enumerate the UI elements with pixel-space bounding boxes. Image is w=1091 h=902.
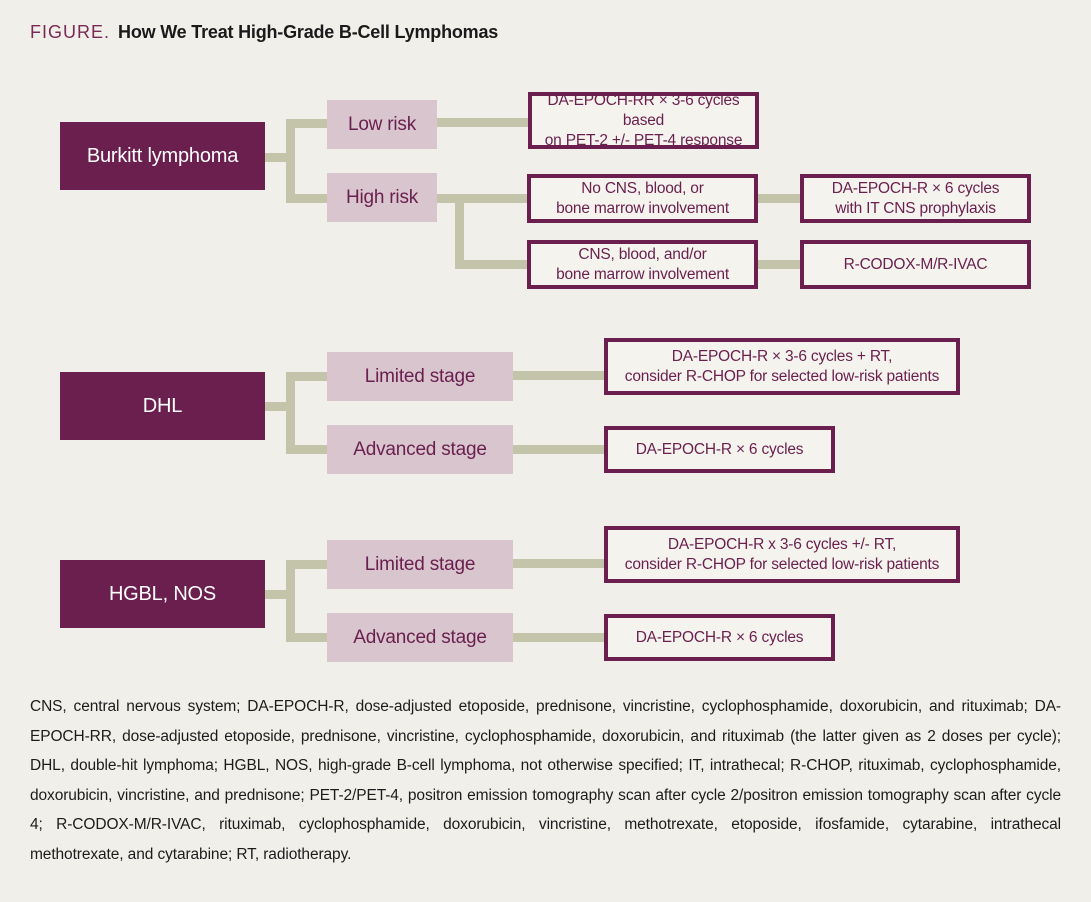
node-dhl-limited-stage: Limited stage bbox=[327, 352, 513, 401]
node-burkitt-low-outcome: DA-EPOCH-RR × 3-6 cycles based on PET-2 … bbox=[528, 92, 759, 149]
connector bbox=[286, 560, 295, 642]
connector bbox=[513, 371, 604, 380]
node-burkitt-it-cns-prophylaxis: DA-EPOCH-R × 6 cycles with IT CNS prophy… bbox=[800, 174, 1031, 223]
node-dhl-root: DHL bbox=[60, 372, 265, 440]
connector bbox=[295, 445, 327, 454]
connector bbox=[265, 402, 288, 411]
connector bbox=[513, 633, 604, 642]
connector bbox=[265, 590, 288, 599]
node-hgbl-limited-outcome: DA-EPOCH-R x 3-6 cycles +/- RT, consider… bbox=[604, 526, 960, 583]
node-label: Limited stage bbox=[364, 365, 476, 387]
connector bbox=[265, 153, 288, 162]
node-hgbl-root: HGBL, NOS bbox=[60, 560, 265, 628]
node-dhl-limited-outcome: DA-EPOCH-R × 3-6 cycles + RT, consider R… bbox=[604, 338, 960, 395]
connector bbox=[295, 560, 327, 569]
outcome-line: DA-EPOCH-R x 3-6 cycles +/- RT, bbox=[667, 535, 897, 553]
connector bbox=[286, 119, 295, 203]
outcome-line: CNS, blood, and/or bbox=[578, 245, 707, 263]
outcome-line: bone marrow involvement bbox=[556, 199, 729, 217]
node-burkitt-no-cns: No CNS, blood, or bone marrow involvemen… bbox=[527, 174, 758, 223]
outcome-line: DA-EPOCH-R × 6 cycles bbox=[635, 440, 804, 458]
connector bbox=[295, 194, 327, 203]
node-label: Advanced stage bbox=[353, 626, 487, 648]
figure-title: FIGURE. How We Treat High-Grade B-Cell Ly… bbox=[30, 22, 498, 43]
connector bbox=[437, 118, 528, 127]
outcome-line: DA-EPOCH-RR × 3-6 cycles based bbox=[547, 91, 740, 129]
connector bbox=[513, 445, 604, 454]
connector bbox=[295, 633, 327, 642]
node-label: Advanced stage bbox=[353, 438, 487, 460]
node-hgbl-advanced-outcome: DA-EPOCH-R × 6 cycles bbox=[604, 614, 835, 661]
connector bbox=[455, 260, 527, 269]
node-burkitt-codox: R-CODOX-M/R-IVAC bbox=[800, 240, 1031, 289]
node-burkitt-high-risk: High risk bbox=[327, 173, 437, 222]
outcome-line: R-CODOX-M/R-IVAC bbox=[843, 255, 988, 273]
abbreviations-footnote: CNS, central nervous system; DA-EPOCH-R,… bbox=[30, 698, 1061, 863]
node-hgbl-limited-stage: Limited stage bbox=[327, 540, 513, 589]
outcome-line: No CNS, blood, or bbox=[581, 179, 704, 197]
connector bbox=[295, 372, 327, 381]
connector bbox=[286, 372, 295, 454]
node-label: High risk bbox=[345, 186, 419, 208]
node-dhl-advanced-outcome: DA-EPOCH-R × 6 cycles bbox=[604, 426, 835, 473]
outcome-line: DA-EPOCH-R × 3-6 cycles + RT, bbox=[671, 347, 893, 365]
outcome-line: consider R-CHOP for selected low-risk pa… bbox=[624, 555, 940, 573]
outcome-line: bone marrow involvement bbox=[556, 265, 729, 283]
node-label: HGBL, NOS bbox=[108, 582, 217, 605]
outcome-line: consider R-CHOP for selected low-risk pa… bbox=[624, 367, 940, 385]
node-burkitt-root: Burkitt lymphoma bbox=[60, 122, 265, 190]
connector bbox=[513, 559, 604, 568]
connector bbox=[295, 119, 327, 128]
outcome-line: DA-EPOCH-R × 6 cycles bbox=[831, 179, 1000, 197]
outcome-line: DA-EPOCH-R × 6 cycles bbox=[635, 628, 804, 646]
connector bbox=[758, 194, 800, 203]
node-burkitt-cns-involvement: CNS, blood, and/or bone marrow involveme… bbox=[527, 240, 758, 289]
node-burkitt-low-risk: Low risk bbox=[327, 100, 437, 149]
node-hgbl-advanced-stage: Advanced stage bbox=[327, 613, 513, 662]
figure-label: FIGURE. bbox=[30, 22, 111, 42]
connector bbox=[455, 198, 464, 269]
outcome-line: on PET-2 +/- PET-4 response bbox=[544, 131, 743, 149]
node-label: DHL bbox=[142, 394, 183, 417]
node-label: Low risk bbox=[347, 113, 417, 135]
page-title: How We Treat High-Grade B-Cell Lymphomas bbox=[118, 22, 499, 42]
node-dhl-advanced-stage: Advanced stage bbox=[327, 425, 513, 474]
node-label: Burkitt lymphoma bbox=[86, 144, 239, 167]
connector bbox=[437, 194, 527, 203]
node-label: Limited stage bbox=[364, 553, 476, 575]
outcome-line: with IT CNS prophylaxis bbox=[835, 199, 996, 217]
connector bbox=[758, 260, 800, 269]
